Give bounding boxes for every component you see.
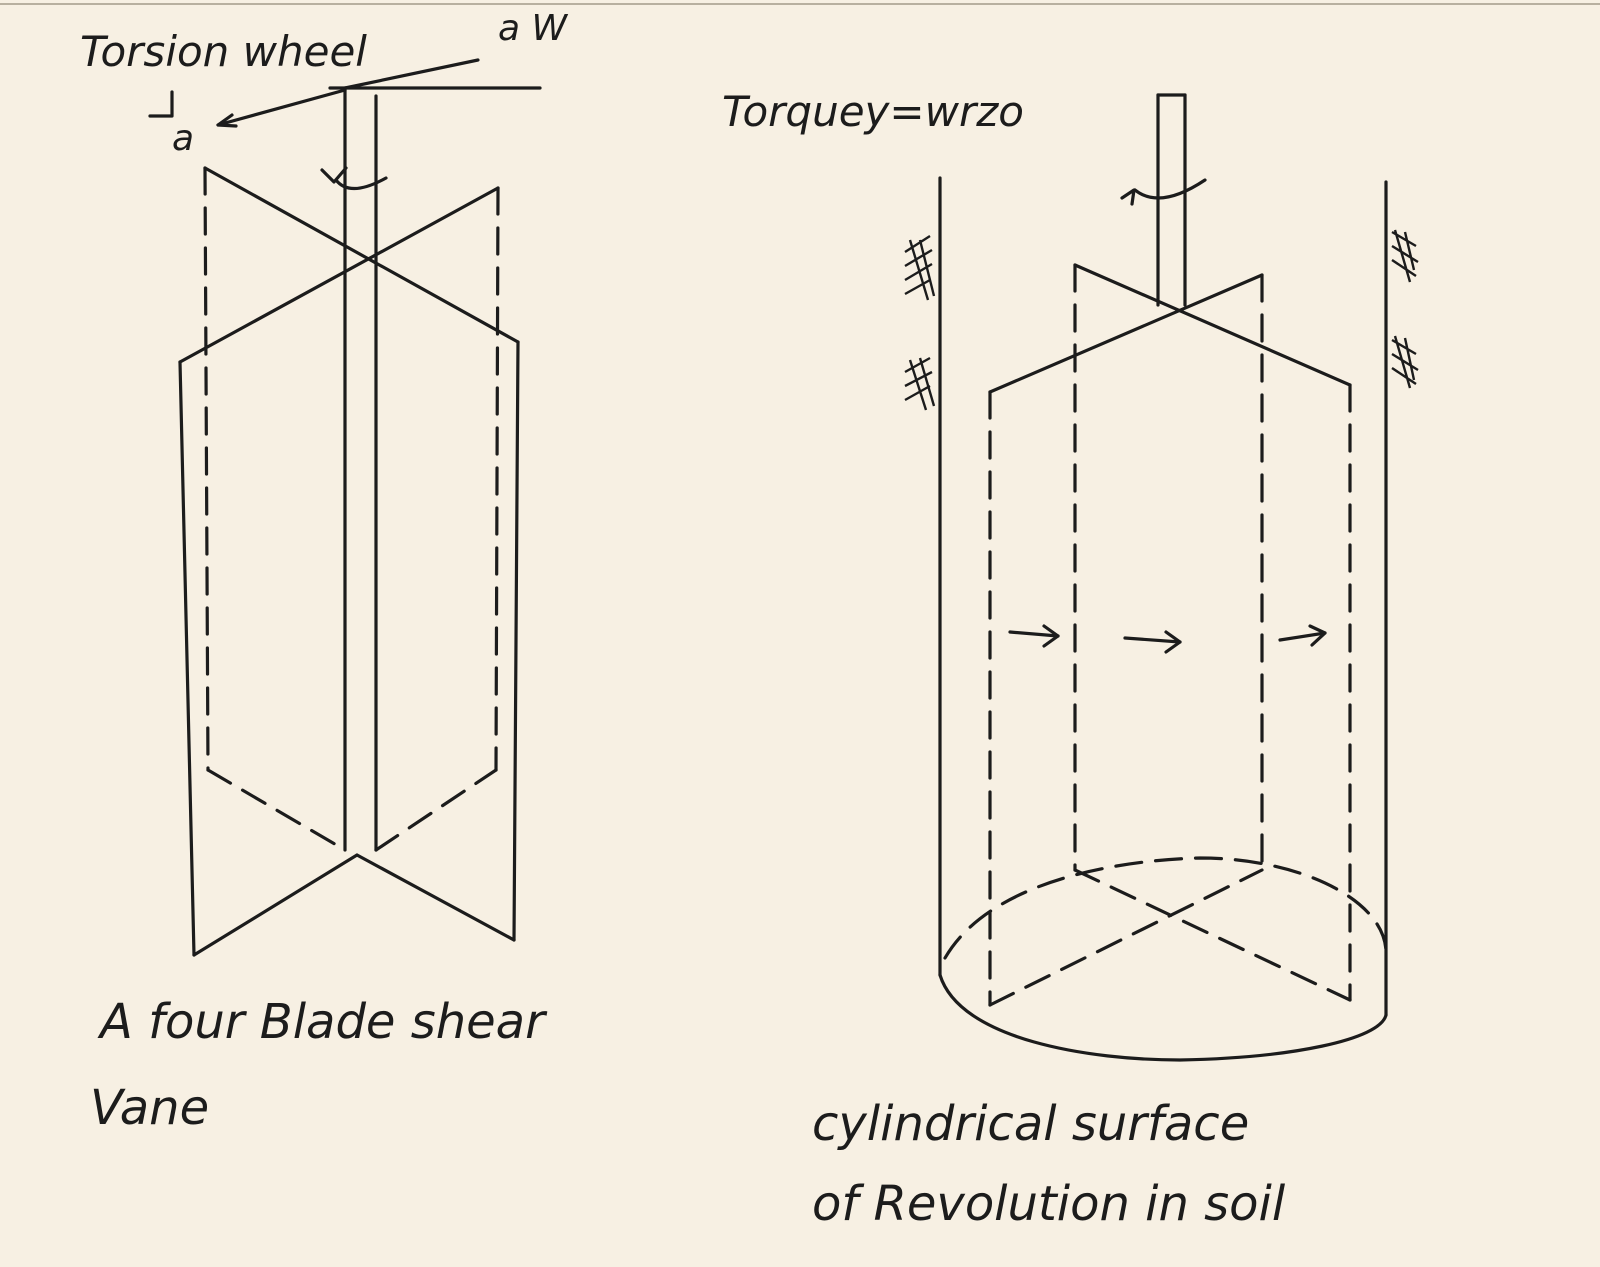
top-blade-edge-1 <box>203 166 520 344</box>
rotation-arrow-right <box>1133 178 1207 200</box>
back-left-blade-edge <box>203 166 210 772</box>
aw-label: a W <box>498 8 569 49</box>
four-blade-vane <box>148 58 542 957</box>
rotation-arrow-left <box>334 176 388 191</box>
rotation-arrowhead-left <box>320 166 348 184</box>
hidden-bottom-edge-2 <box>374 768 498 852</box>
front-left-blade-edge <box>178 360 196 957</box>
soil-hatching <box>904 229 1419 411</box>
caption-left-line1: A four Blade shear <box>97 994 548 1050</box>
cylindrical-surface-figure <box>904 93 1419 1062</box>
bottom-ellipse-front <box>938 973 1388 1062</box>
front-right-blade-edge <box>512 340 520 942</box>
rotation-arrowhead-right <box>1120 188 1136 206</box>
caption-right-line1: cylindrical surface <box>812 1096 1249 1152</box>
torsion-wheel-pointer <box>343 58 480 90</box>
lever-arm-arrowhead <box>216 113 238 128</box>
right-top-edge-2 <box>988 273 1264 394</box>
torsion-wheel-label: Torsion wheel <box>80 27 367 76</box>
bottom-x-edge-2 <box>1073 868 1352 1002</box>
caption-left-line2: Vane <box>90 1080 209 1136</box>
top-blade-edge-2 <box>178 186 500 364</box>
arm-a-label: a <box>172 118 194 159</box>
back-right-blade-edge <box>494 186 500 772</box>
hidden-bottom-edge-1 <box>206 768 347 852</box>
right-top-edge-1 <box>1073 263 1352 387</box>
bottom-blade-edge-2 <box>355 853 516 942</box>
caption-right-line2: of Revolution in soil <box>812 1176 1286 1232</box>
bottom-blade-edge-1 <box>192 853 359 957</box>
torque-label: Torquey=wrzo <box>722 87 1024 136</box>
lever-arm-a <box>216 88 347 127</box>
bottom-x-edge-1 <box>988 868 1264 1007</box>
shear-arrows <box>1008 624 1327 654</box>
arm-tick <box>148 90 174 118</box>
bottom-ellipse-back <box>943 856 1388 960</box>
